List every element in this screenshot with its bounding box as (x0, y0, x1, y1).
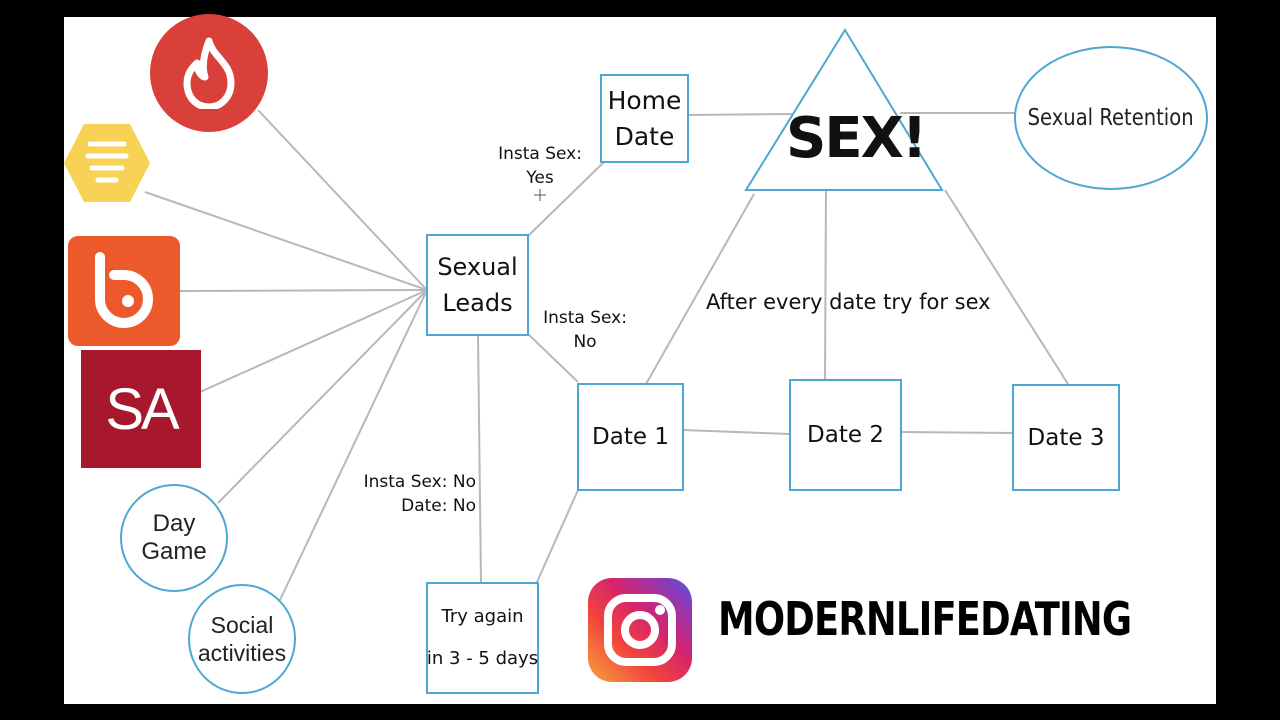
node-home-date-label: Home Date (607, 85, 682, 151)
edge-label-insta-yes: Insta Sex: Yes (498, 144, 582, 188)
edge-label-insta-no-date-no: Insta Sex: No Date: No (363, 472, 476, 516)
node-day-game: Day Game (120, 484, 228, 592)
node-day-game-label: Day Game (141, 510, 207, 565)
node-home-date: Home Date (600, 74, 689, 163)
node-sexual-retention: Sexual Retention (1014, 46, 1208, 190)
node-social-activities-label: Social activities (197, 612, 287, 666)
sa-logo-text: SA (105, 376, 179, 442)
badoo-icon (68, 236, 180, 346)
node-social-activities: Social activities (188, 584, 296, 694)
edge-label-after-every-date: After every date try for sex (706, 290, 991, 314)
sex-triangle (744, 28, 944, 191)
cursor-plus-icon (534, 189, 546, 201)
node-date-1-label: Date 1 (592, 424, 669, 450)
node-try-again: Try again in 3 - 5 days (426, 582, 539, 694)
hive-icon (62, 122, 152, 204)
node-sex-label: SEX! (786, 106, 927, 171)
node-sexual-leads-label: Sexual Leads (437, 253, 518, 317)
tinder-flame-icon (150, 14, 268, 132)
node-try-again-label: Try again in 3 - 5 days (426, 606, 539, 669)
node-date-3-label: Date 3 (1027, 424, 1105, 451)
instagram-handle: MODERNLIFEDATING (718, 592, 1132, 646)
instagram-icon (588, 578, 692, 682)
node-date-3: Date 3 (1012, 384, 1120, 491)
node-date-2: Date 2 (789, 379, 902, 491)
sa-logo: SA (81, 350, 201, 468)
node-date-2-label: Date 2 (807, 422, 884, 448)
node-sexual-leads: Sexual Leads (426, 234, 529, 336)
node-date-1: Date 1 (577, 383, 684, 491)
node-sexual-retention-label: Sexual Retention (1028, 105, 1194, 131)
edge-label-insta-no: Insta Sex: No (543, 308, 627, 352)
